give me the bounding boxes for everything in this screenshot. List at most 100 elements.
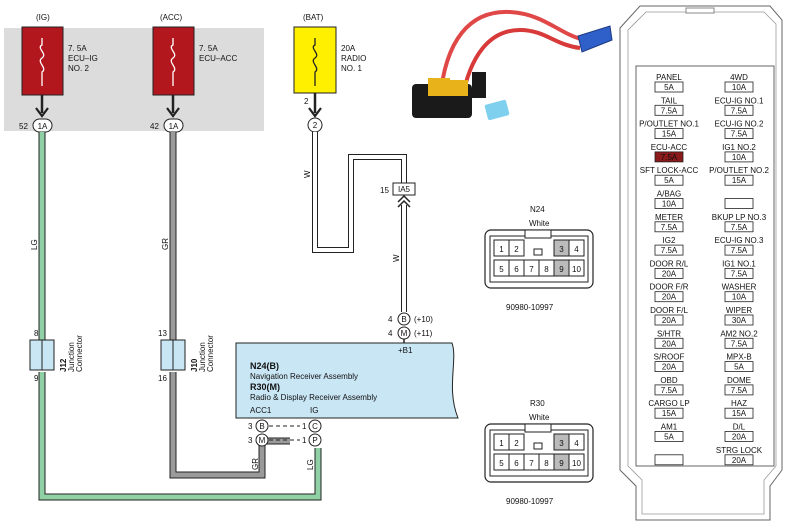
bat-pin-number: 2 <box>304 97 309 106</box>
panel-fuse-slot-left <box>654 337 684 349</box>
arrow-down-icon <box>166 107 180 118</box>
connector_n24-cell-gap <box>533 248 543 256</box>
acc-connector-label: 1A <box>169 122 179 131</box>
receiver-n24-desc: Navigation Receiver Assembly <box>250 372 358 381</box>
panel-fuse-slot-left <box>654 454 684 466</box>
panel-fuse-rating-left: 20A <box>662 363 677 372</box>
connector_n24-cell <box>508 239 525 257</box>
panel-fuse-name-right: STRG LOCK <box>716 446 763 455</box>
receiver-bottom-pin-1-right-number: 1 <box>302 422 307 431</box>
panel-fuse-rating-right: 7.5A <box>731 106 748 115</box>
panel-fuse-rating-right: 15A <box>732 409 747 418</box>
connector_r30-cell-label: 7 <box>529 459 534 468</box>
j12-label: Junction <box>67 342 76 372</box>
j10-label: Junction <box>198 342 207 372</box>
panel-fuse-rating-left: 5A <box>664 433 674 442</box>
panel-fuse-slot-right <box>724 128 754 140</box>
panel-fuse-slot-right <box>724 431 754 442</box>
panel-fuse-slot-right <box>724 314 754 326</box>
receiver-bottom-pin-2-conn: M <box>259 436 266 445</box>
receiver-top-pin-1-conn: B <box>401 315 406 324</box>
panel-fuse-slot-right <box>724 151 754 163</box>
panel-fuse-rating-right: 7.5A <box>731 339 748 348</box>
connector_r30-cell-label: 5 <box>499 459 504 468</box>
receiver-bottom-pin-2-number: 3 <box>248 436 253 445</box>
panel-fuse-name-left: DOOR F/L <box>650 306 688 315</box>
j10-connector-right <box>172 339 186 371</box>
j10-id: J10 <box>190 358 199 372</box>
fuse-element-icon <box>312 38 318 86</box>
fuse-element-icon <box>39 38 45 86</box>
panel-fuse-rating-right: 7.5A <box>731 130 748 139</box>
wire-color-label-lg-2: LG <box>306 459 315 470</box>
panel-fuse-slot-right <box>724 104 754 116</box>
panel-fuse-rating-right: 5A <box>734 363 744 372</box>
panel-fuse-slot-left <box>654 431 684 442</box>
j12-label-2: Connector <box>75 335 84 372</box>
connector_n24-cell-label: 4 <box>574 245 579 254</box>
receiver-assembly-box <box>235 342 459 419</box>
ig-fuse-name-2: NO. 2 <box>68 64 89 73</box>
bat-fuse-rating: 20A <box>341 44 356 53</box>
connector_r30-cell-label: 8 <box>544 459 549 468</box>
ia5-pin-number: 15 <box>380 186 389 195</box>
panel-fuse-rating-left: 7.5A <box>661 223 678 232</box>
arrow-down-icon <box>308 107 322 118</box>
acc-pin-number: 42 <box>150 122 159 131</box>
connector_r30-cell-label: 6 <box>514 459 519 468</box>
receiver-top-pin-1-note: (+10) <box>414 315 433 324</box>
receiver-bottom-pin-2-right-number: 1 <box>302 436 307 445</box>
panel-fuse-name-left: PANEL <box>656 73 682 82</box>
panel-fuse-slot-left <box>654 291 684 303</box>
panel-fuse-slot-left <box>654 244 684 256</box>
r30-title: R30 <box>530 399 545 408</box>
panel-fuse-slot-left <box>654 361 684 373</box>
wire-lg <box>39 132 321 500</box>
chevron-up-icon <box>397 194 411 208</box>
panel-fuse-name-left: DOOR R/L <box>650 259 689 268</box>
j12-pin-top: 8 <box>34 329 39 338</box>
panel-fuse-name-right: ECU-IG NO.1 <box>715 96 764 105</box>
fuse-element-icon <box>170 38 176 86</box>
ig-fuse-rating: 7. 5A <box>68 44 87 53</box>
connector_r30-cell-label: 3 <box>559 439 564 448</box>
wire-color-label-gr: GR <box>161 238 170 250</box>
receiver-top-pin-2-number: 4 <box>388 329 393 338</box>
panel-fuse-slot-left <box>654 198 684 209</box>
bat-supply-label: (BAT) <box>303 13 324 22</box>
butt-connector-icon <box>577 25 613 53</box>
panel-fuse-name-left: IG2 <box>663 236 676 245</box>
panel-fuse-slot-right <box>724 81 754 93</box>
j10-pin-bottom: 16 <box>158 374 167 383</box>
connector_r30-cell-gap <box>533 442 543 450</box>
j10-connector-left <box>160 339 174 371</box>
ig-connector-label: 1A <box>38 122 48 131</box>
panel-fuse-rating-left: 20A <box>662 339 677 348</box>
receiver-top-pin-1 <box>397 312 411 326</box>
panel-fuse-slot-right <box>724 361 754 373</box>
panel-fuse-name-left: A/BAG <box>657 190 681 199</box>
panel-fuse-rating-right: 7.5A <box>731 386 748 395</box>
panel-fuse-slot-right <box>724 198 754 209</box>
receiver-r30-title: R30(M) <box>250 382 280 392</box>
panel-fuse-name-left: S/HTR <box>657 329 681 338</box>
connector_r30-cell <box>568 453 585 471</box>
connector_r30-cell-label: 4 <box>574 439 579 448</box>
panel-fuse-slot-right <box>724 407 754 419</box>
panel-fuse-name-right: HAZ <box>731 399 747 408</box>
wire-color-label-gr-2: GR <box>251 458 260 470</box>
panel-fuse-name-right: D/L <box>733 423 746 432</box>
panel-fuse-name-left: CARGO LP <box>648 399 689 408</box>
receiver-bottom-pin-1-right <box>308 419 322 433</box>
panel-fuse-slot-left <box>654 267 684 279</box>
panel-fuse-slot-right <box>724 337 754 349</box>
connector_n24-cell <box>568 259 585 277</box>
connector_n24-cell-label: 9 <box>559 265 564 274</box>
wire-color-label-lg: LG <box>30 239 39 250</box>
ig-fuse-name: ECU–IG <box>68 54 98 63</box>
panel-fuse-rating-left: 5A <box>664 83 674 92</box>
panel-fuse-name-right: WASHER <box>722 283 757 292</box>
